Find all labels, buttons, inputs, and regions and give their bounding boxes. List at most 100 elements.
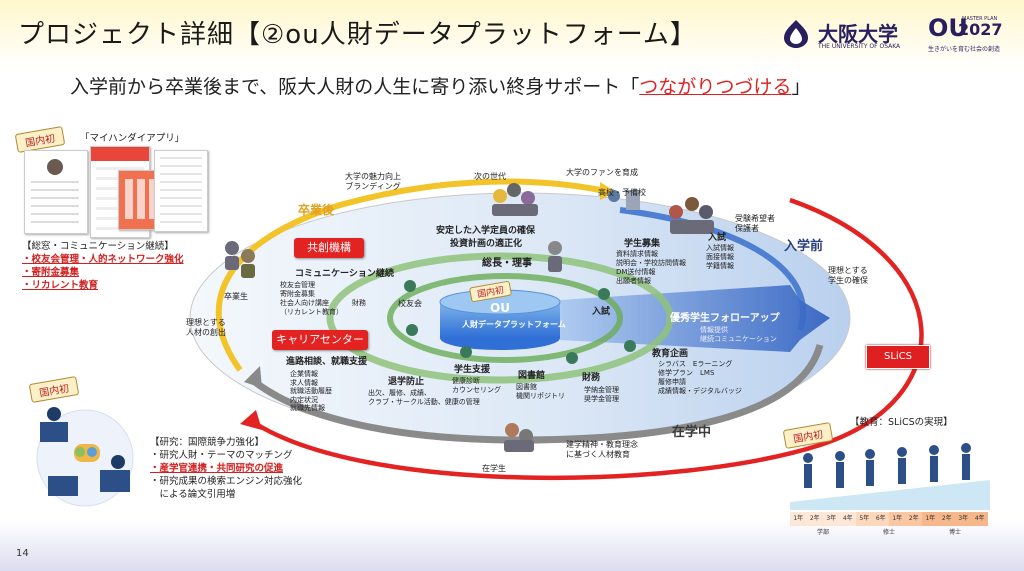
year-cell: 3年 <box>826 515 837 522</box>
label-admission-items: 入試情報 面接情報 学籍情報 <box>706 244 734 270</box>
label-phase-pre: 入学前 <box>784 239 824 254</box>
plan-mark: OU <box>928 14 968 42</box>
label-finance-2: 財務 <box>582 373 601 383</box>
left-bottom-item-3: ・研究成果の検索エンジン対応強化 <box>150 476 303 487</box>
tagline-prefix: 入学前から卒業後まで、阪大人財の人生に寄り添い終身サポート「 <box>70 76 640 98</box>
left-top-item-3-text: ・リカレント教育 <box>22 280 99 291</box>
stage-cell: 博士 <box>948 529 961 536</box>
app-lines-2 <box>160 157 202 225</box>
year-cell: 2年 <box>905 512 922 526</box>
arrow-follow-up <box>560 285 830 352</box>
app-grid-icon <box>125 179 157 219</box>
arrow-enrolled-head <box>244 366 262 388</box>
label-career-list: 企業情報 求人情報 就職活動履歴 内定状況 就職先情報 <box>290 370 332 412</box>
label-fans: 大学のファンを育成 <box>566 168 638 177</box>
year-cell: 2年 <box>938 512 955 526</box>
year-cell: 5年 <box>856 512 873 526</box>
year-cell: 6年 <box>872 512 889 526</box>
center-subtitle: 人財データプラットフォーム <box>462 320 566 329</box>
label-school: 高校・予備校 <box>598 188 646 197</box>
label-alumni-assoc: 校友会 <box>398 299 422 308</box>
left-bottom-item-2: ・産学官連携・共同研究の促進 <box>150 462 283 475</box>
left-bottom-item-1: ・研究人財・テーマのマッチング <box>150 450 293 461</box>
year-cell: 2年 <box>809 515 820 522</box>
label-ideal-out: 理想とする 人材の創出 <box>186 318 226 337</box>
year-cell: 4年 <box>842 515 853 522</box>
label-recruit-items: 資料請求情報 説明会・学校訪問情報 DM送付情報 出願者情報 <box>616 250 686 285</box>
inner-ring-outer <box>326 252 674 384</box>
left-top-item-2-text: ・寄附金募集 <box>22 267 80 278</box>
label-finance-2-items: 学納金管理 奨学金管理 <box>584 386 619 403</box>
right-bottom-heading: 【教育：SLiCSの実現】 <box>850 417 953 428</box>
label-pre-ideal: 理想とする 学生の確保 <box>828 266 868 285</box>
label-enrolled: 在学生 <box>482 464 506 473</box>
stage-cell: 修士 <box>882 529 895 536</box>
career-center-box: キャリアセンター <box>272 330 368 350</box>
plan-subtitle: 生きがいを育む社会の創造 <box>928 46 1001 53</box>
app-screen-1 <box>24 150 88 234</box>
plan-label: MASTER PLAN <box>962 16 998 22</box>
label-dropout: 退学防止 <box>388 377 425 387</box>
red-ring-arc <box>248 197 924 481</box>
left-bottom-item-2-text: ・産学官連携・共同研究の促進 <box>150 463 284 474</box>
plan-year: 2027 <box>958 20 1003 39</box>
label-library: 図書館 <box>518 371 546 381</box>
research-illustration-icon <box>36 407 134 507</box>
label-support: 学生支援 <box>454 365 491 375</box>
people-groups <box>225 183 714 452</box>
label-attract: 大学の魅力向上 ブランディング <box>345 172 401 191</box>
logo-area: 大阪大学 THE UNIVERSITY OF OSAKA OU MASTER P… <box>780 14 1010 58</box>
app-label: 「マイハンダイアプリ」 <box>80 133 185 144</box>
left-top-item-2: ・寄附金募集 <box>22 266 79 279</box>
left-top-item-1-text: ・校友会管理・人的ネットワーク強化 <box>22 254 184 265</box>
stage-row: 学部 修士 博士 <box>790 527 988 539</box>
label-library-items: 図書館 機関リポジトリ <box>516 383 565 400</box>
left-top-heading: 【総窓・コミュニケーション継続】 <box>22 241 174 252</box>
year-row: 1年 2年 3年 4年 5年 6年 1年 2年 1年 2年 3年 4年 <box>790 512 988 526</box>
label-phase-grad: 卒業後 <box>298 203 335 217</box>
label-president: 総長・理事 <box>482 258 532 269</box>
label-phase-now: 在学中 <box>672 425 712 440</box>
tagline: 入学前から卒業後まで、阪大人財の人生に寄り添い終身サポート「つながりつづける」 <box>70 72 810 99</box>
app-lines <box>31 181 79 225</box>
label-graduates: 卒業生 <box>224 292 248 301</box>
logo-subtitle: THE UNIVERSITY OF OSAKA <box>818 43 901 50</box>
left-top-item-1: ・校友会管理・人的ネットワーク強化 <box>22 253 184 266</box>
label-applicants: 受験希望者 保護者 <box>735 214 775 233</box>
label-founding: 建学精神・教育理念 に基づく人材教育 <box>566 440 638 459</box>
app-avatar <box>47 159 63 175</box>
label-finance: 財務 <box>352 299 366 307</box>
label-next-gen: 次の世代 <box>474 172 506 181</box>
left-top-item-3: ・リカレント教育 <box>22 279 98 292</box>
red-ring-head <box>240 410 262 430</box>
year-cell: 3年 <box>955 512 972 526</box>
year-cell: 4年 <box>971 512 988 526</box>
arrow-graduate-head <box>600 182 616 200</box>
stage-cell: 学部 <box>816 529 829 536</box>
university-emblem-icon <box>784 20 808 48</box>
left-bottom-item-4: による論文引用増 <box>150 489 236 500</box>
tagline-suffix: 」 <box>791 76 811 98</box>
label-admission: 入試 <box>708 233 727 243</box>
label-career-items: 進路相談、就職支援 <box>286 357 368 367</box>
label-comm-items: 校友会管理 寄附金募集 社会人向け講座 （リカレント教育） <box>280 281 343 316</box>
page-number: 14 <box>16 548 29 559</box>
label-support-items: 健康診断 カウンセリング <box>452 377 501 394</box>
slics-box: SLiCS <box>866 345 930 369</box>
label-plan: 投資計画の適正化 <box>450 239 523 249</box>
label-admission-2: 入試 <box>592 307 611 317</box>
kyoso-box: 共創機構 <box>294 238 364 258</box>
year-cell: 1年 <box>793 515 804 522</box>
label-follow-up: 優秀学生フォローアップ <box>670 313 780 324</box>
label-comm: コミュニケーション継続 <box>295 269 394 279</box>
year-cell: 1年 <box>922 512 939 526</box>
label-edu-items: シラバス Eラーニング 修学プラン LMS 履修申請 成績情報・デジタルバッジ <box>658 360 742 395</box>
app-header-bar <box>91 147 149 161</box>
left-bottom-heading: 【研究：国際競争力強化】 <box>150 437 265 448</box>
label-edu: 教育企画 <box>652 349 689 359</box>
label-recruit: 学生募集 <box>624 239 661 249</box>
page-title: プロジェクト詳細【②ou人財データプラットフォーム】 <box>18 20 697 50</box>
year-cell: 1年 <box>889 512 906 526</box>
logo-name: 大阪大学 <box>818 22 898 46</box>
